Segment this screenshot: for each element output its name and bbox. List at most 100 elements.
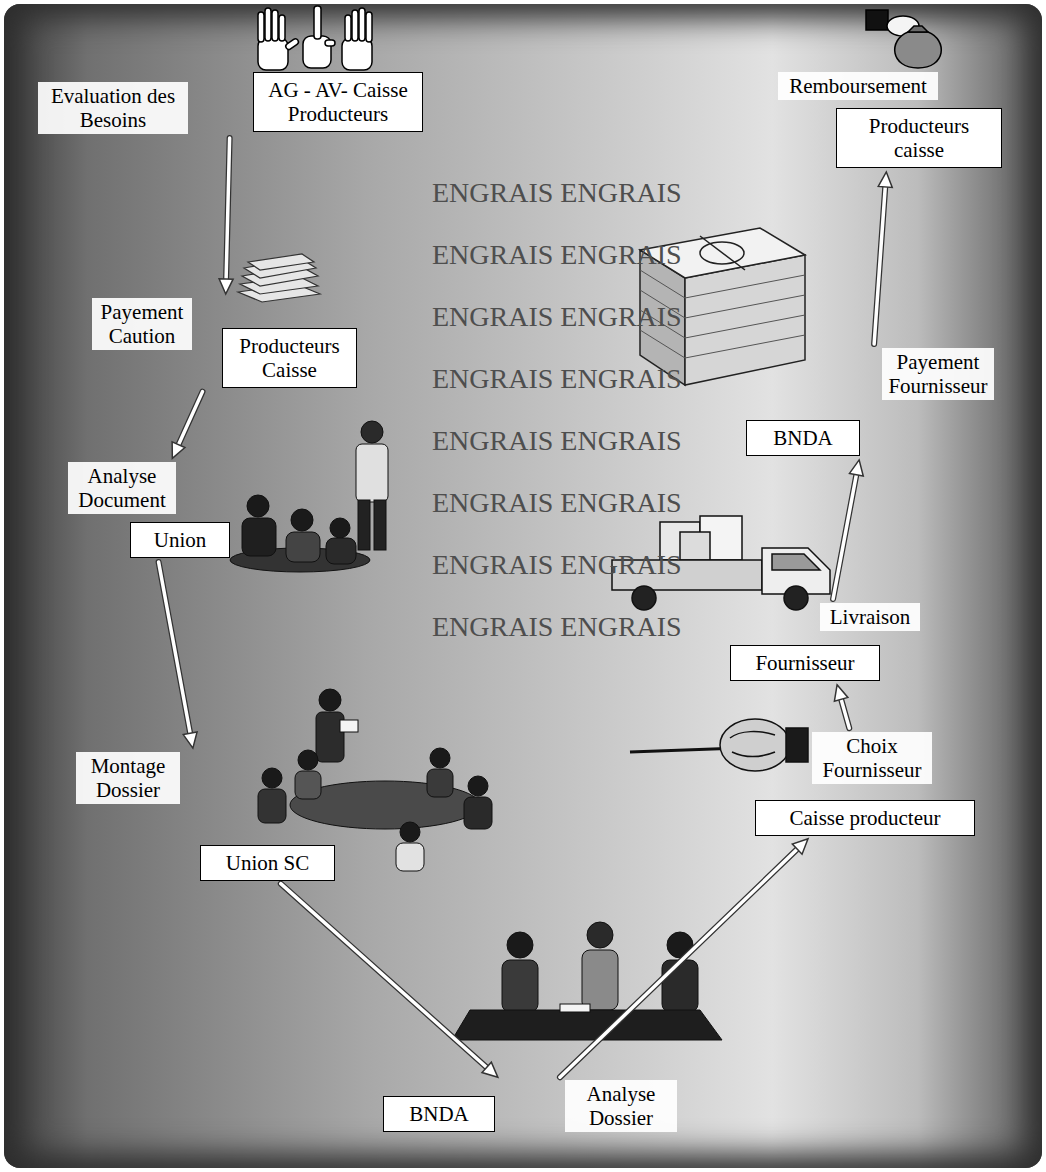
watermark-text: ENGRAIS ENGRAIS (432, 426, 682, 457)
meeting-icon (230, 421, 388, 572)
hands-icon (345, 15, 351, 41)
flow-arrow (159, 562, 191, 735)
actor-box: Fournisseur (730, 645, 880, 681)
hands-icon (285, 38, 300, 51)
pointing-hand-icon (786, 728, 808, 762)
hands-icon (366, 12, 372, 42)
flow-arrow (281, 884, 488, 1069)
hands-icon (258, 12, 264, 42)
meeting-icon (247, 495, 269, 517)
flow-arrow (172, 392, 202, 459)
hands-icon (325, 40, 335, 46)
step-title: Livraison (820, 603, 920, 631)
step-node: Evaluation des BesoinsAG - AV- Caisse Pr… (38, 72, 423, 134)
hands-icon (272, 10, 278, 41)
step-title: Analyse Document (68, 462, 176, 514)
flow-arrow (172, 442, 185, 459)
flow-arrow (159, 562, 191, 735)
actor-box: Union SC (200, 845, 335, 881)
pointing-hand-icon (732, 752, 775, 757)
flow-arrow (834, 685, 847, 701)
watermark-text: ENGRAIS ENGRAIS (432, 488, 682, 519)
hands-icon (279, 15, 285, 41)
step-title: Payement Caution (92, 298, 192, 350)
money-pile-icon (238, 254, 320, 302)
truck-icon (632, 586, 656, 610)
step-title: Evaluation des Besoins (38, 82, 188, 134)
actor-box: Producteurs Caisse (222, 328, 357, 388)
flow-arrow (178, 392, 203, 447)
discussion-icon (507, 932, 533, 958)
money-stack-icon (685, 295, 805, 318)
hands-icon (258, 6, 372, 70)
watermark-text: ENGRAIS ENGRAIS (432, 240, 682, 271)
flow-arrow (219, 279, 233, 294)
money-bag-icon (908, 26, 928, 32)
step-node: Analyse DocumentUnion (68, 462, 230, 558)
step-node: Payement FournisseurBNDA (746, 348, 994, 456)
flow-arrow (874, 185, 885, 344)
flow-arrow (833, 473, 857, 599)
actor-box: Union (130, 522, 230, 558)
meeting-table-icon (319, 689, 341, 711)
money-pile-icon (248, 254, 314, 270)
money-stack-icon (685, 335, 805, 358)
flow-arrow (178, 392, 203, 447)
truck-icon (680, 532, 710, 560)
flow-arrow (833, 473, 857, 599)
truck-icon (772, 554, 820, 570)
flow-arrow (482, 1062, 498, 1077)
discussion-icon (452, 1010, 722, 1040)
meeting-table-icon (464, 797, 492, 829)
money-stack-icon (640, 330, 685, 358)
meeting-icon (326, 538, 356, 564)
flow-arrow (560, 839, 808, 1077)
pointing-hand-icon (720, 719, 790, 771)
hands-icon (352, 10, 358, 41)
money-stack-icon (685, 315, 805, 338)
flow-arrow (833, 460, 863, 599)
hands-icon (342, 38, 372, 70)
watermark-text: ENGRAIS ENGRAIS (432, 178, 682, 209)
pointing-hand-icon (630, 719, 808, 771)
discussion-icon (560, 1004, 590, 1012)
truck-icon (784, 586, 808, 610)
flow-arrow (219, 138, 233, 294)
step-node: LivraisonFournisseur (730, 603, 920, 681)
watermark-text: ENGRAIS ENGRAIS (432, 364, 682, 395)
money-bag-icon (866, 10, 941, 68)
step-title: Payement Fournisseur (882, 348, 994, 400)
meeting-table-icon (468, 776, 488, 796)
money-stack-icon (685, 275, 805, 298)
pointing-hand-icon (730, 732, 775, 738)
flow-arrow (874, 172, 892, 344)
meeting-table-icon (400, 822, 420, 842)
watermark-text: ENGRAIS ENGRAIS (432, 550, 682, 581)
meeting-icon (286, 532, 320, 562)
flow-arrow (834, 685, 849, 728)
actor-box: Caisse producteur (755, 800, 975, 836)
flow-arrow (560, 848, 799, 1077)
flow-arrow (792, 839, 808, 854)
flow-arrow (226, 138, 230, 281)
flow-arrow (874, 185, 885, 344)
flow-arrow (560, 848, 799, 1077)
flow-arrow (281, 884, 488, 1069)
hands-icon (314, 6, 321, 39)
step-title: Analyse Dossier (565, 1080, 677, 1132)
actor-box: BNDA (383, 1096, 495, 1132)
hands-icon (359, 8, 365, 41)
flow-arrow (159, 562, 197, 748)
meeting-icon (330, 518, 350, 538)
step-node: RemboursementProducteurs caisse (778, 72, 1002, 168)
flow-arrow (849, 460, 863, 476)
flow-arrow (281, 884, 498, 1078)
discussion-icon (662, 960, 698, 1012)
hands-icon (265, 8, 271, 41)
money-bag-icon (895, 32, 942, 68)
step-title: Montage Dossier (76, 752, 180, 804)
step-node: Payement CautionProducteurs Caisse (92, 298, 357, 388)
flow-arrow (841, 697, 850, 728)
